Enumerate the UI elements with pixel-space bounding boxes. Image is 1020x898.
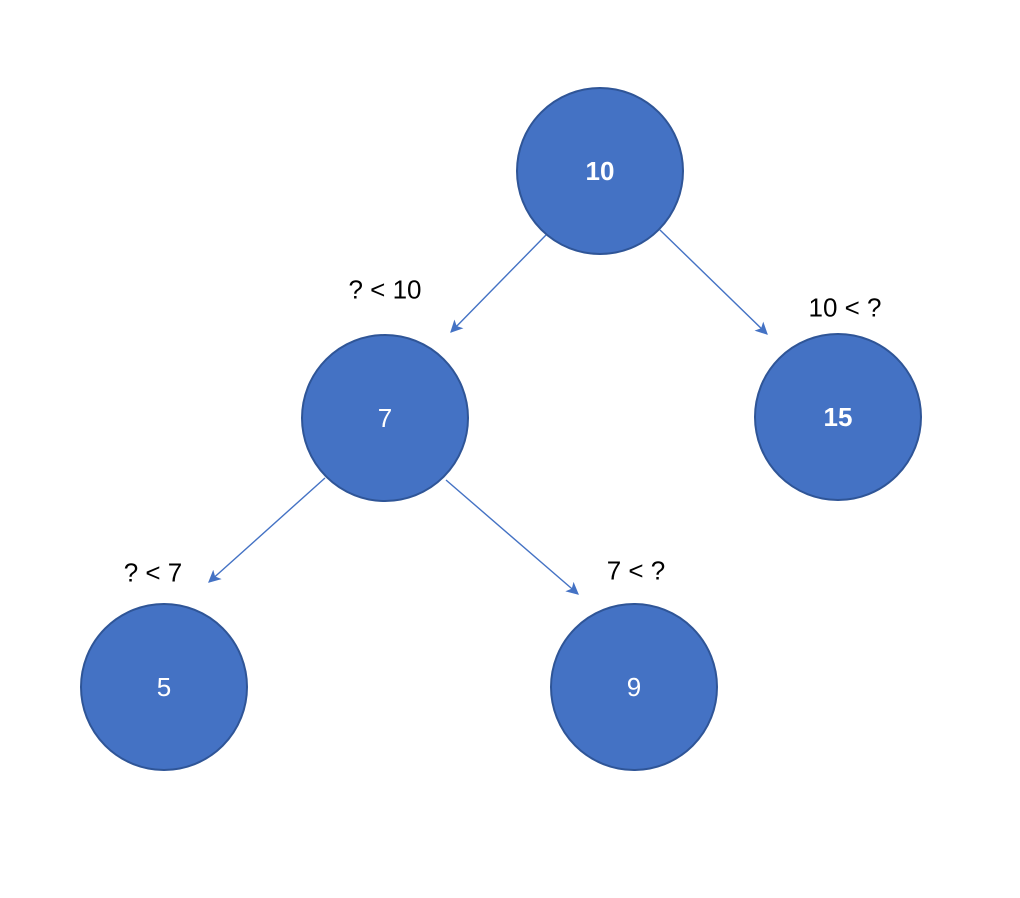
edge-arrow-10-to-7 bbox=[450, 234, 547, 333]
edge-label-right-of-7: 7 < ? bbox=[606, 555, 666, 586]
edge-label-left-of-7: ? < 7 bbox=[123, 557, 183, 588]
edge-arrow-10-to-15 bbox=[659, 229, 768, 335]
node-value: 7 bbox=[377, 402, 393, 433]
node-value: 10 bbox=[585, 155, 615, 186]
node-value: 9 bbox=[626, 671, 642, 702]
node-value: 5 bbox=[156, 671, 172, 702]
edge-label-right-of-root: 10 < ? bbox=[808, 292, 882, 323]
tree-node-15: 15 bbox=[754, 333, 922, 501]
edge-arrow-7-to-5 bbox=[208, 477, 326, 583]
tree-node-5: 5 bbox=[80, 603, 248, 771]
tree-node-root: 10 bbox=[516, 87, 684, 255]
edge-label-left-of-root: ? < 10 bbox=[348, 274, 422, 305]
edge-arrow-7-to-9 bbox=[445, 479, 579, 595]
node-value: 15 bbox=[823, 401, 853, 432]
tree-node-7: 7 bbox=[301, 334, 469, 502]
tree-node-9: 9 bbox=[550, 603, 718, 771]
